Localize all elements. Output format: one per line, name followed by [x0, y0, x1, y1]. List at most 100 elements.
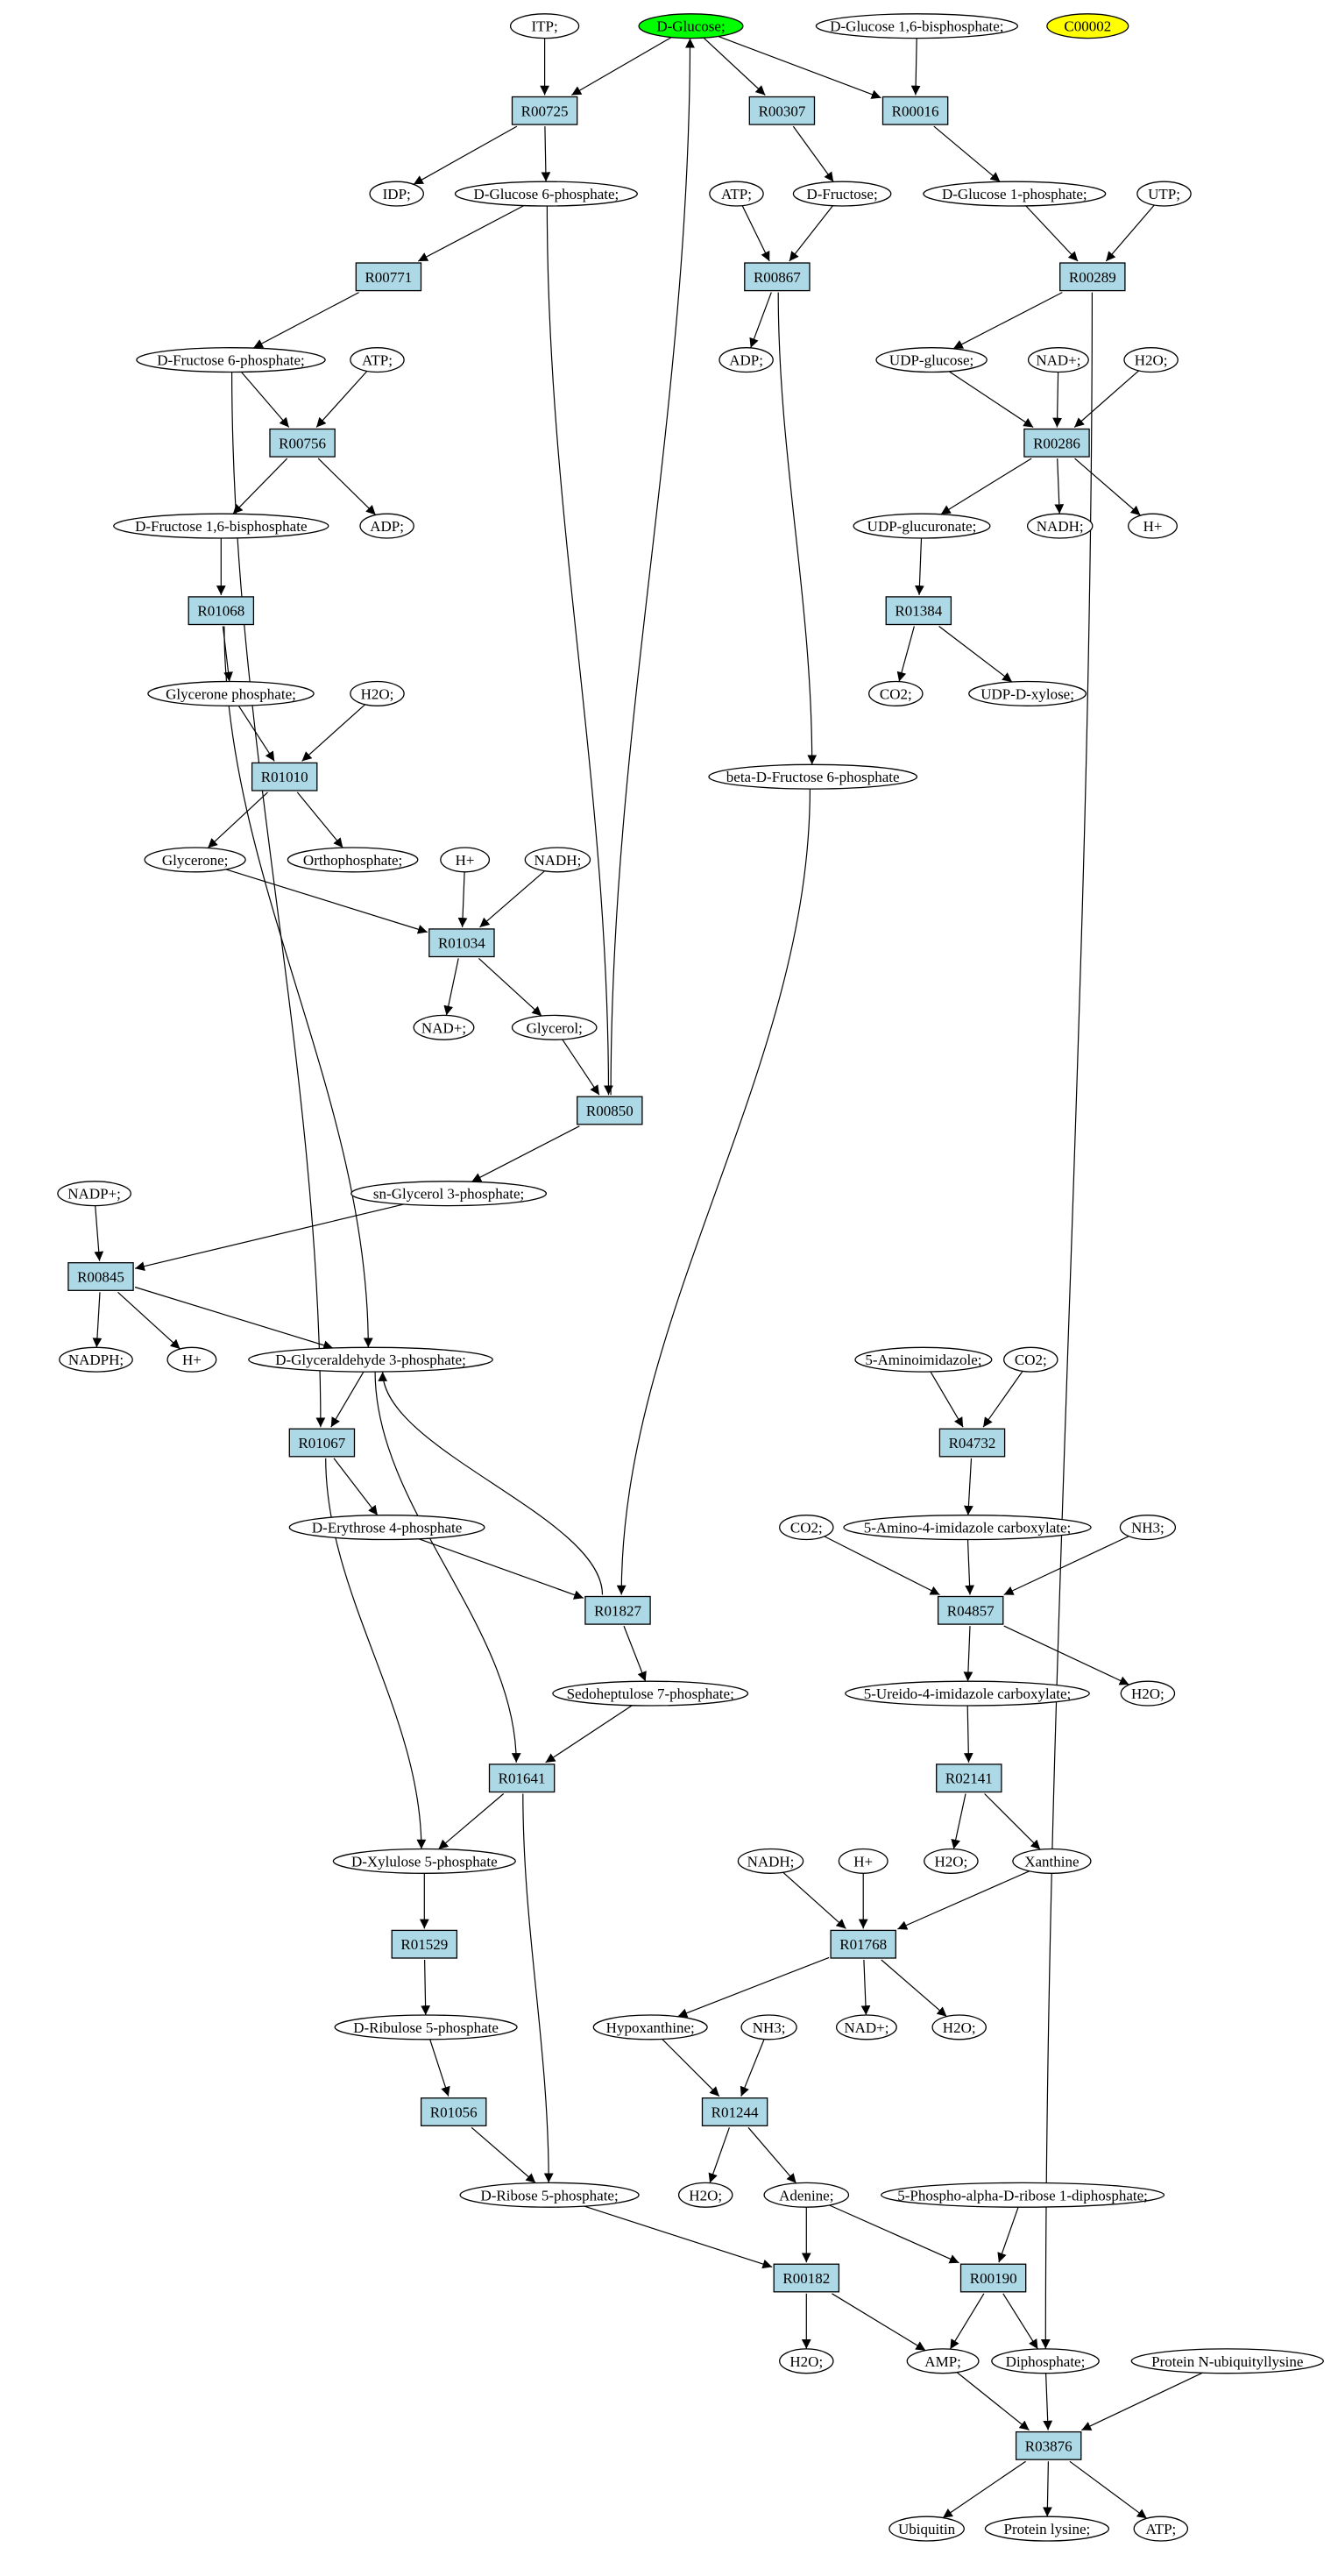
edge-c_h2o1-to-r_R00286 [1073, 370, 1139, 428]
compound-node-c_ortho: Orthophosphate; [287, 847, 419, 873]
compound-ellipse [1128, 513, 1178, 539]
edge-r_R00756-to-c_f16bp [232, 458, 288, 514]
compound-node-c_udpglc: UDP-glucose; [875, 347, 988, 373]
compound-ellipse [677, 2182, 733, 2208]
node-label: H2O; [935, 1853, 968, 1870]
compound-ellipse [881, 2182, 1165, 2208]
reaction-node-r_R00850: R00850 [577, 1096, 643, 1125]
node-label: Protein N-ubiquityllysine [1151, 2353, 1303, 2370]
node-label: Glycerol; [527, 1019, 583, 1036]
compound-node-c_nadh3: NADH; [737, 1848, 804, 1874]
edge-c_prpp-to-r_R00190 [997, 2207, 1019, 2263]
reaction-box [1059, 262, 1126, 292]
compound-ellipse [459, 2182, 640, 2208]
node-label: Xanthine [1024, 1853, 1079, 1870]
compound-node-c_atp1: ATP; [709, 181, 764, 207]
edge-c_r5p-to-r_R00182 [584, 2205, 773, 2269]
reaction-node-r_R00289: R00289 [1059, 262, 1126, 292]
compound-node-c_hypox: Hypoxanthine; [592, 2014, 708, 2040]
compound-node-c_fructose: D-Fructose; [792, 181, 892, 207]
reaction-box [511, 96, 578, 125]
edge-r_R00286-to-c_h1 [1074, 458, 1141, 516]
compound-ellipse [592, 2014, 708, 2040]
edge-r_R01827-to-c_s7p [623, 1625, 647, 1682]
edge-r_R00756-to-c_adp2 [317, 458, 377, 515]
compound-node-c_co2c: CO2; [779, 1515, 834, 1541]
reaction-node-r_R01068: R01068 [188, 596, 255, 626]
edge-r_R00845-to-c_h3 [117, 1291, 181, 1350]
compound-node-c_h2o3: H2O; [1120, 1680, 1176, 1707]
compound-node-c_glycerone: Glycerone; [144, 847, 246, 873]
edge-r_R00289-to-c_ppi [1040, 292, 1093, 2349]
compound-node-c_x5p: D-Xylulose 5-phosphate [332, 1848, 516, 1874]
edge-r_R03876-to-c_ubiq [942, 2460, 1026, 2519]
compound-ellipse [369, 181, 424, 207]
reaction-box [701, 2097, 768, 2126]
edge-r_R01034-to-c_nad2 [443, 958, 459, 1016]
edge-c_co2c-to-r_R04857 [824, 1536, 940, 1596]
edge-c_f6p-to-r_R00756 [240, 372, 290, 428]
reaction-node-r_R00867: R00867 [744, 262, 811, 292]
reaction-node-r_R00725: R00725 [511, 96, 578, 125]
edge-c_bf6p-to-r_R01827 [616, 789, 811, 1595]
compound-node-c_adp2: ADP; [359, 513, 414, 539]
node-label: D-Glucose 6-phosphate; [474, 186, 619, 202]
edge-r_R04857-to-c_h2o3 [1003, 1625, 1129, 1685]
node-label: Diphosphate; [1006, 2353, 1086, 2370]
node-label: R02141 [945, 1771, 993, 1787]
compound-ellipse [737, 1848, 804, 1874]
node-label: H2O; [943, 2019, 976, 2036]
edge-r_R00190-to-c_amp [949, 2293, 985, 2350]
reaction-box [744, 262, 811, 292]
compound-node-c_h2: H+ [440, 847, 491, 873]
compound-ellipse [779, 2348, 834, 2374]
reaction-node-r_R04732: R04732 [938, 1428, 1006, 1458]
node-label: beta-D-Fructose 6-phosphate [726, 769, 900, 785]
compound-ellipse [708, 763, 918, 790]
compound-ellipse [248, 1346, 493, 1373]
compound-ellipse [57, 1181, 131, 1207]
compound-node-c_g6p: D-Glucose 6-phosphate; [454, 181, 638, 207]
compound-node-c_udpglcur: UDP-glucuronate; [853, 513, 991, 539]
compound-ellipse [923, 181, 1107, 207]
node-label: R04857 [947, 1602, 995, 1619]
edge-r_R01768-to-c_nad3 [860, 1959, 871, 2016]
node-label: R01067 [298, 1435, 345, 1451]
edge-r_R01010-to-c_ortho [296, 791, 343, 848]
edge-c_h2o2-to-r_R01010 [301, 704, 366, 762]
reaction-box [288, 1428, 356, 1458]
edge-c_atp1-to-r_R00867 [741, 205, 770, 262]
node-label: R01384 [895, 603, 942, 620]
compound-node-c_h2o1: H2O; [1123, 347, 1179, 373]
node-label: H+ [182, 1352, 202, 1368]
edge-r_R01641-to-c_x5p [438, 1793, 505, 1850]
compound-ellipse [984, 2516, 1110, 2542]
reaction-node-r_R01768: R01768 [830, 1929, 896, 1959]
compound-node-c_e4p: D-Erythrose 4-phosphate [288, 1515, 485, 1541]
node-label: R00725 [521, 103, 569, 119]
compound-ellipse [1012, 1848, 1092, 1874]
node-label: NH3; [1131, 1520, 1165, 1536]
node-label: R00286 [1033, 435, 1080, 451]
compound-ellipse [868, 680, 924, 706]
compound-ellipse [835, 2014, 897, 2040]
edge-c_pnul-to-r_R03876 [1081, 2372, 1203, 2431]
edge-r_R01034-to-c_glycerol [478, 957, 542, 1017]
edge-c_ru5p-to-r_R01056 [429, 2039, 450, 2097]
edge-c_5u4ic-to-r_R02141 [963, 1705, 973, 1763]
reaction-box [584, 1595, 651, 1625]
compound-node-c_f6p: D-Fructose 6-phosphate; [136, 347, 326, 373]
node-label: Glycerone phosphate; [166, 685, 296, 702]
reaction-box [188, 596, 255, 626]
reaction-box [1015, 2431, 1082, 2460]
edge-r_R01067-to-c_e4p [333, 1458, 379, 1516]
node-label: AMP; [924, 2353, 961, 2370]
compound-node-c_ubiq: Ubiquitin [888, 2516, 965, 2542]
compound-ellipse [924, 1848, 979, 1874]
compound-ellipse [843, 1515, 1092, 1541]
edge-c_nh3b-to-r_R01244 [740, 2039, 765, 2097]
compound-node-c_h2o5: H2O; [931, 2014, 987, 2040]
edge-c_5ai-to-r_R04732 [930, 1371, 964, 1428]
edge-r_R00016-to-c_g1p [933, 125, 1001, 182]
compound-node-c_ga3p: D-Glyceraldehyde 3-phosphate; [248, 1346, 493, 1373]
